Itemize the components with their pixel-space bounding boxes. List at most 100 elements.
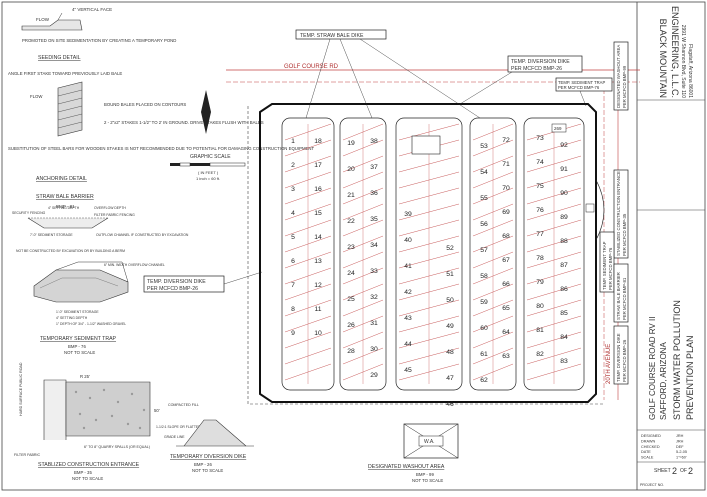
trap-note-1: SECURITY FENCING xyxy=(12,211,46,215)
lot-island xyxy=(281,117,335,391)
vertical-callouts: DESIGNATED WASHOUT AREA PER MCFCD BMP-99… xyxy=(599,41,629,385)
seeding-detail: 4" VERTICAL FACE FLOW PROMOTED ON SITE S… xyxy=(21,7,176,61)
tb-field-value: 5-2-05 xyxy=(676,450,687,454)
tb-field-value: DEF xyxy=(676,445,684,449)
construction-entrance-detail: R 25' HARD SURFACE PUBLIC ROAD 50' FILTE… xyxy=(14,362,160,481)
lot-number: 69 xyxy=(502,209,510,216)
tb-field-label: SCALE xyxy=(641,456,654,460)
callout-diversion-left-2: PER MCFCD BMP-26 xyxy=(147,286,198,292)
lot-number: 46 xyxy=(446,401,454,408)
lot-number: 4 xyxy=(291,210,295,217)
callout-diversion-top-2: PER MCFCD BMP-26 xyxy=(511,66,562,72)
lot-number: 80 xyxy=(536,303,544,310)
lot-number: 32 xyxy=(370,294,378,301)
lot-number: 21 xyxy=(347,192,355,199)
lot-number: 9 xyxy=(291,330,295,337)
lot-number: 44 xyxy=(404,341,412,348)
lot-numbers: 1234567891817161514131211101920212223242… xyxy=(291,135,568,408)
lot-number: 8 xyxy=(291,306,295,313)
lot-number: 48 xyxy=(446,349,454,356)
tb-field-value: JRH xyxy=(676,439,684,443)
lot-number: 11 xyxy=(314,306,321,313)
lot-island xyxy=(469,117,517,391)
tb-field-value: JRH xyxy=(676,434,684,438)
seeding-flow: FLOW xyxy=(36,17,50,22)
lot-number: 62 xyxy=(480,377,488,384)
lot-number: 15 xyxy=(314,210,322,217)
callout-diversion-left-1: TEMP. DIVERSION DIKE xyxy=(147,279,206,285)
avenue-label: 20TH AVENUE xyxy=(606,344,612,384)
lot-number: 92 xyxy=(560,142,568,149)
lot-number: 84 xyxy=(560,334,568,341)
firm-address-2: Flagstaff, Arizona 86001 xyxy=(687,44,693,98)
site-plan: GOLF COURSE RD 20TH AVENUE 269 TEMP. STR… xyxy=(143,29,640,408)
lot-island xyxy=(339,117,387,391)
lot-number: 7 xyxy=(291,282,295,289)
lot-number: 81 xyxy=(536,327,544,334)
lot-number: 83 xyxy=(560,358,568,365)
lot-number: 90 xyxy=(560,190,568,197)
lot-number: 45 xyxy=(404,367,412,374)
lot-number: 70 xyxy=(502,185,510,192)
firm-name-2: ENGINEERING, L.L.C. xyxy=(670,6,680,98)
trap-note-10: 4" SETTING DEPTH xyxy=(56,316,88,320)
lot-number: 85 xyxy=(560,310,568,317)
sediment-trap-detail: SECURITY FENCING 4" SETTING DEPTH OVERFL… xyxy=(12,206,189,355)
scale-ratio: 1 inch = 60 ft. xyxy=(196,176,220,181)
lot-number: 76 xyxy=(536,207,544,214)
lot-number: 14 xyxy=(314,234,322,241)
dike-bmp: BMP - 26 xyxy=(194,462,212,467)
tb-field-label: CHECKED xyxy=(641,445,660,449)
trap-note-4: FILTER FABRIC FENCING xyxy=(94,213,135,217)
project-location: SAFFORD, ARIZONA xyxy=(659,342,668,420)
trap-note-2: 4" SETTING DEPTH xyxy=(48,206,80,210)
lot-number: 43 xyxy=(404,315,412,322)
lot-number: 87 xyxy=(560,262,568,269)
project-name: GOLF COURSE ROAD RV II xyxy=(648,317,657,420)
diversion-dike-detail: COMPACTED FILL 1-1/2:1 SLOPE OR FLATTER … xyxy=(156,403,254,473)
lot-number: 12 xyxy=(314,282,322,289)
lot-number: 5 xyxy=(291,234,295,241)
entrance-length: 50' xyxy=(154,408,160,413)
callout-washout-2: PER MCFCD BMP-99 xyxy=(622,65,627,108)
road-label: GOLF COURSE RD xyxy=(284,64,339,70)
entrance-note-1: HARD SURFACE PUBLIC ROAD xyxy=(19,362,23,416)
callout-entrance-1: STABILIZED CONSTRUCTION ENTRANCE xyxy=(616,171,621,256)
lot-number: 25 xyxy=(347,296,355,303)
lot-number: 31 xyxy=(370,320,378,327)
lot-number: 3 xyxy=(291,186,295,193)
anchoring-detail: ANGLE FIRST STAKE TOWARD PREVIOUSLY LAID… xyxy=(8,71,315,209)
trap-title: TEMPORARY SEDIMENT TRAP xyxy=(40,336,117,342)
lot-number: 19 xyxy=(347,140,355,147)
lot-number: 30 xyxy=(370,346,378,353)
sheet-number: 2 xyxy=(672,466,677,476)
lot-number: 79 xyxy=(536,279,544,286)
lot-island xyxy=(523,117,585,391)
washout-detail: W.A. DESIGNATED WASHOUT AREA BMP - 99 NO… xyxy=(368,423,459,483)
project-number-label: PROJECT NO. xyxy=(640,483,664,487)
anchoring-note-4: SUBSTITUTION OF STEEL BARS FOR WOODEN ST… xyxy=(8,146,315,151)
lot-number: 75 xyxy=(536,183,544,190)
sheet-label: SHEET xyxy=(654,468,671,474)
lot-number: 35 xyxy=(370,216,378,223)
trap-nts: NOT TO SCALE xyxy=(64,350,95,355)
lot-number: 88 xyxy=(560,238,568,245)
washout-title: DESIGNATED WASHOUT AREA xyxy=(368,464,445,470)
dike-note-3: GRADE LINE xyxy=(164,435,185,439)
callout-trap-2: PER MCFCD BMP-76 xyxy=(558,85,600,90)
lot-number: 6 xyxy=(291,258,295,265)
lot-number: 64 xyxy=(502,329,510,336)
dike-note-2: 1-1/2:1 SLOPE OR FLATTER xyxy=(156,425,201,429)
lot-number: 10 xyxy=(314,330,322,337)
trap-bmp: BMP - 76 xyxy=(68,344,86,349)
lot-number: 47 xyxy=(446,375,454,382)
graphic-scale: GRAPHIC SCALE ( IN FEET ) 1 inch = 60 ft… xyxy=(170,90,246,181)
lot-number: 56 xyxy=(480,221,488,228)
anchoring-note-2: BOUND BALES PLACED ON CONTOURS xyxy=(104,102,186,107)
lot-number: 71 xyxy=(502,161,510,168)
callout-trap-v-1: TEMP. SEDIMENT TRAP xyxy=(602,241,607,290)
straw-bale-bmp: BMP - 81 xyxy=(56,204,75,209)
scale-title: GRAPHIC SCALE xyxy=(190,154,231,160)
tb-field-value: 1"=60' xyxy=(676,456,687,460)
